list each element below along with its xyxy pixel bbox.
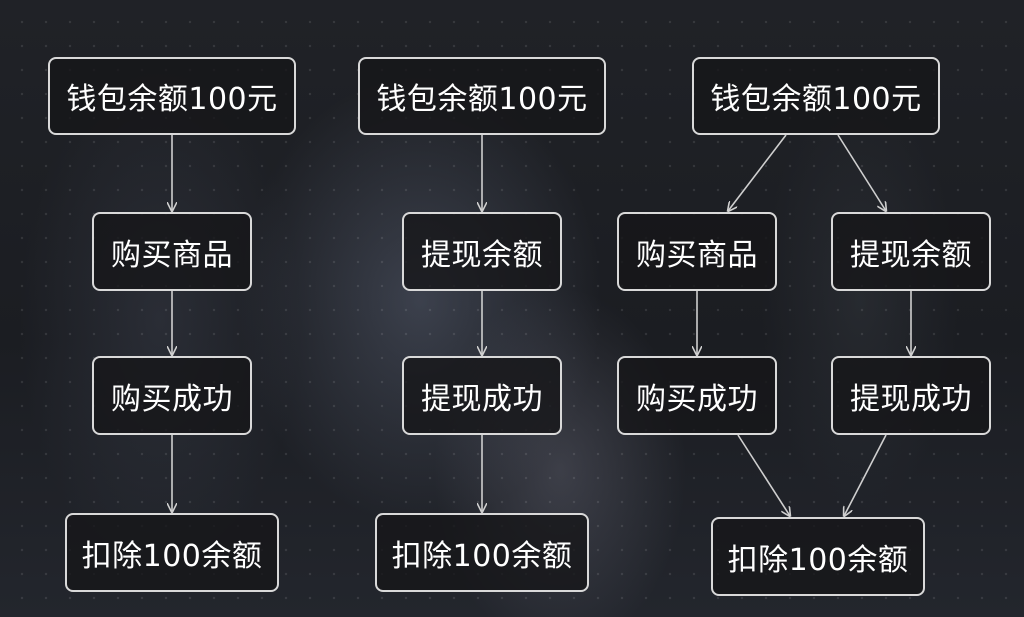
arrow-flow3-start-to-branch1 [728,134,787,211]
flow2-start-node: 钱包余额100元 [358,57,606,135]
flow2-step-node-1: 提现余额 [402,212,562,291]
flow1-end-node: 扣除100余额 [65,513,279,592]
arrow-flow3-start-to-branch2 [837,134,886,211]
arrow-flow3-branch2-to-end [844,434,887,516]
flow1-step-node-1: 购买商品 [92,212,252,291]
flow3-start-node: 钱包余额100元 [692,57,940,135]
arrow-flow3-branch1-to-end [737,434,790,516]
flow1-step-node-2: 购买成功 [92,356,252,435]
flow2-step-node-2: 提现成功 [402,356,562,435]
flow3-branch2-step-node-1: 提现余额 [831,212,991,291]
flow3-branch1-step-node-1: 购买商品 [617,212,777,291]
flow3-end-node: 扣除100余额 [711,517,925,596]
flow1-start-node: 钱包余额100元 [48,57,296,135]
flow3-branch1-step-node-2: 购买成功 [617,356,777,435]
flow2-end-node: 扣除100余额 [375,513,589,592]
flow3-branch2-step-node-2: 提现成功 [831,356,991,435]
